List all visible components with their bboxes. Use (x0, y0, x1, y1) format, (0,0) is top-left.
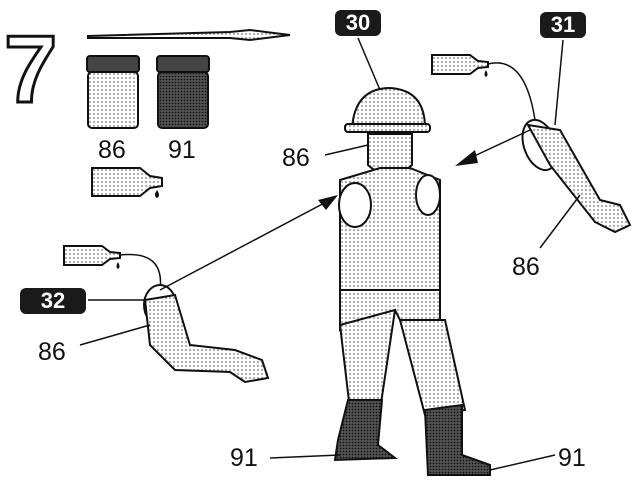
paint-jar-86-icon (86, 55, 140, 129)
left-arm-color-callout: 86 (38, 338, 66, 366)
assembly-arrow (159, 195, 338, 291)
right-boot-color-callout: 91 (558, 444, 586, 472)
part-badge-30: 30 (335, 10, 381, 36)
glue-tube-icon (431, 54, 536, 121)
paint-code-label: 91 (168, 136, 196, 164)
part-badge-32: 32 (20, 288, 86, 314)
paint-jar-91-icon (156, 55, 210, 129)
right-arm-part (521, 118, 632, 234)
left-boot-color-callout: 91 (230, 444, 258, 472)
step-number: 7 (2, 16, 58, 123)
right-arm-color-callout: 86 (512, 253, 540, 281)
left-arm-part (143, 284, 270, 384)
assembly-arrow (455, 129, 531, 166)
leader-lines (79, 37, 581, 471)
helmet-color-callout: 86 (282, 144, 310, 172)
glue-tube-icon (91, 167, 163, 198)
paintbrush-icon (87, 28, 291, 42)
soldier-figure (333, 86, 491, 476)
paint-code-label: 86 (98, 136, 126, 164)
part-badge-31: 31 (540, 12, 586, 38)
glue-tube-icon (63, 245, 162, 291)
